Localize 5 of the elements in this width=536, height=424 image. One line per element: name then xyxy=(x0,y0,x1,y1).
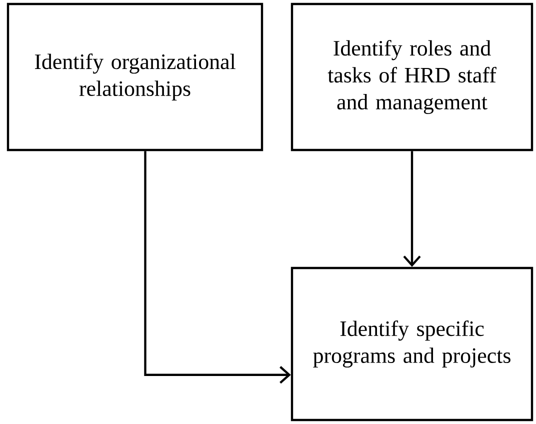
process-box: Identify roles and tasks of HRD staff and management xyxy=(290,2,534,152)
arrow xyxy=(144,151,291,384)
arrow xyxy=(403,151,421,267)
process-box: Identify organizational relationships xyxy=(6,2,264,152)
process-box: Identify specific programs and projects xyxy=(290,266,534,422)
